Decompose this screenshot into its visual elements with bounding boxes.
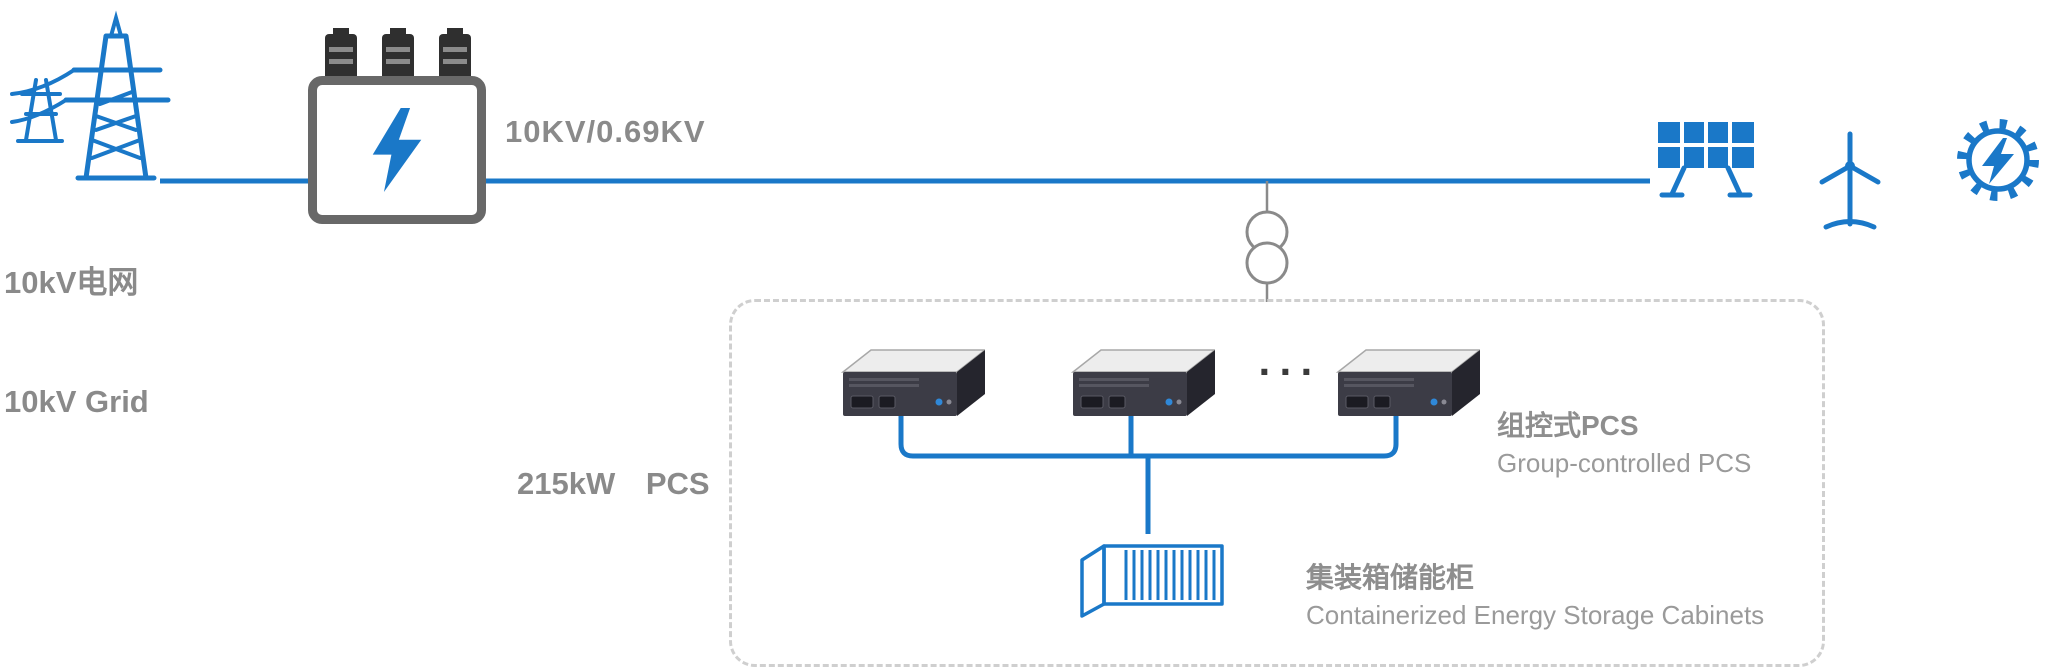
pcs-unit-icon bbox=[1330, 342, 1483, 420]
power-grid-tower-icon bbox=[8, 8, 178, 188]
battery-icon bbox=[382, 28, 414, 80]
storage-label: 集装箱储能柜 Containerized Energy Storage Cabi… bbox=[1306, 556, 1764, 631]
pcs-bus-lines bbox=[898, 416, 1399, 534]
generator-gear-icon bbox=[1946, 112, 2051, 212]
grid-source-label: 10kV电网 10kV Grid bbox=[4, 184, 149, 501]
battery-icon bbox=[325, 28, 357, 80]
pcs-unit-icon bbox=[835, 342, 988, 420]
storage-label-en: Containerized Energy Storage Cabinets bbox=[1306, 600, 1765, 630]
pcs-group-boundary bbox=[729, 299, 1825, 667]
battery-icon bbox=[439, 28, 471, 80]
lightning-bolt-icon bbox=[372, 108, 422, 192]
transformer-icon bbox=[308, 76, 486, 224]
pcs-group-label-zh: 组控式PCS bbox=[1497, 410, 1639, 441]
grid-source-label-en: 10kV Grid bbox=[4, 384, 149, 420]
solar-panel-icon bbox=[1650, 118, 1760, 205]
transformer-winding-symbol-icon bbox=[1245, 210, 1289, 285]
transformer-battery-icons bbox=[322, 28, 474, 80]
pcs-unit-icon bbox=[1065, 342, 1218, 420]
storage-label-zh: 集装箱储能柜 bbox=[1306, 562, 1475, 593]
voltage-ratio-label: 10KV/0.69KV bbox=[505, 114, 706, 149]
storage-container-icon bbox=[1068, 528, 1228, 625]
pcs-group-label-en: Group-controlled PCS bbox=[1497, 448, 1752, 478]
pcs-group-label: 组控式PCS Group-controlled PCS bbox=[1497, 404, 1751, 479]
pcs-capacity-label: 215kW PCS bbox=[517, 466, 710, 501]
pcs-ellipsis: ··· bbox=[1258, 348, 1322, 395]
grid-source-label-zh: 10kV电网 bbox=[4, 265, 139, 301]
wind-turbine-icon bbox=[1800, 126, 1900, 239]
